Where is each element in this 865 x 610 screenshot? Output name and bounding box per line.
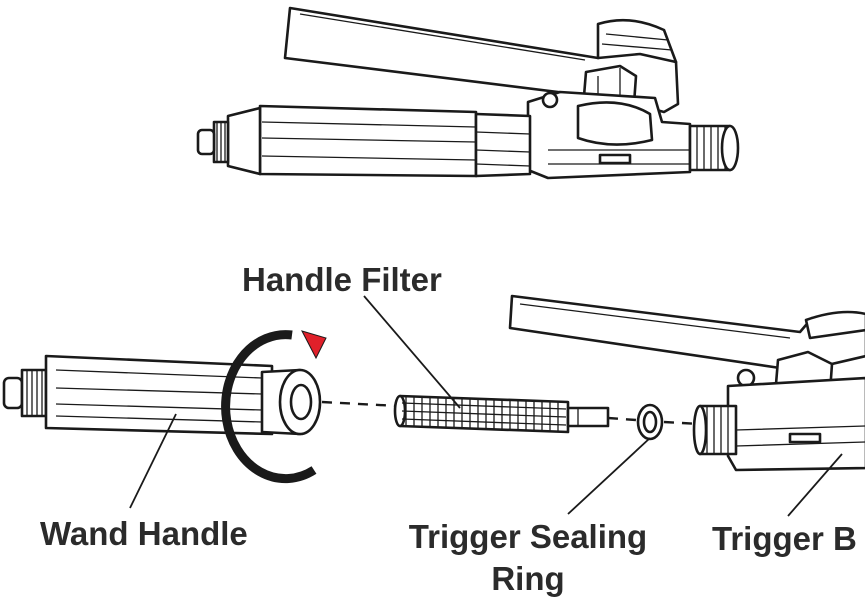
assembly-axis-line <box>321 400 701 426</box>
trigger-sealing-ring-part <box>636 403 664 441</box>
label-wand-handle: Wand Handle <box>40 515 248 552</box>
part-labels: Handle Filter Wand Handle Trigger Sealin… <box>40 261 857 597</box>
label-trigger-sealing-ring-line2: Ring <box>491 560 564 597</box>
trigger-body-part <box>508 294 865 472</box>
assembled-trigger-illustration <box>196 6 740 180</box>
label-handle-filter: Handle Filter <box>242 261 442 298</box>
label-trigger-sealing-ring-line1: Trigger Sealing <box>409 518 647 555</box>
leader-lines <box>129 295 843 517</box>
rotation-arrow-icon <box>221 330 327 484</box>
wand-handle-part <box>2 354 322 436</box>
label-trigger-body: Trigger B <box>712 520 857 557</box>
handle-filter-part <box>393 394 610 434</box>
